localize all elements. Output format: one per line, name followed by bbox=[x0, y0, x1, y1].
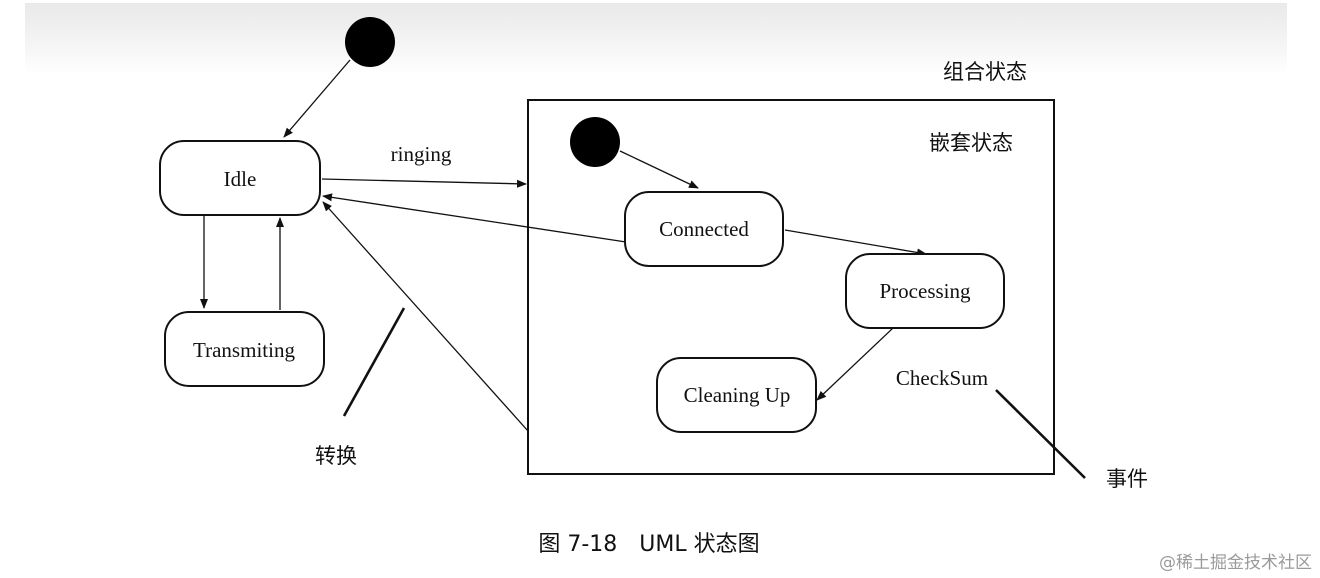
transition-label-checksum: CheckSum bbox=[896, 366, 988, 390]
nested-state-label: 嵌套状态 bbox=[929, 131, 1013, 155]
state-processing-label: Processing bbox=[880, 279, 971, 303]
initial-state-outer bbox=[345, 17, 395, 67]
edge-initial-to-connected bbox=[619, 150, 699, 189]
watermark: @稀土掘金技术社区 bbox=[1159, 553, 1312, 573]
state-processing-box bbox=[845, 253, 1005, 329]
event-annotation-label: 事件 bbox=[1106, 467, 1148, 491]
state-idle-box bbox=[159, 140, 321, 216]
edge-initial-to-idle bbox=[283, 59, 351, 138]
transition-annotation-label: 转换 bbox=[315, 444, 357, 468]
figure-caption: 图 7-18 UML 状态图 bbox=[538, 532, 759, 557]
top-shading bbox=[25, 3, 1287, 75]
state-cleaning-up-box bbox=[656, 357, 817, 433]
state-cleaning-up-label: Cleaning Up bbox=[684, 383, 791, 407]
edge-idle-to-composite bbox=[321, 178, 527, 188]
state-transmiting-box bbox=[164, 311, 325, 387]
edge-processing-to-cleaning-up bbox=[816, 327, 894, 401]
edge-connected-to-idle bbox=[322, 193, 627, 243]
composite-state-box bbox=[527, 99, 1055, 475]
event-pointer bbox=[995, 389, 1086, 479]
state-transmiting-label: Transmiting bbox=[193, 338, 295, 362]
initial-state-inner bbox=[570, 117, 620, 167]
state-connected-label: Connected bbox=[659, 217, 749, 241]
state-idle-label: Idle bbox=[224, 167, 257, 191]
edge-connected-to-processing bbox=[784, 229, 927, 257]
transition-pointer bbox=[342, 307, 406, 417]
edge-composite-to-idle bbox=[322, 201, 529, 432]
state-connected-box bbox=[624, 191, 784, 267]
composite-state-label: 组合状态 bbox=[943, 60, 1027, 84]
transition-label-ringing: ringing bbox=[391, 142, 452, 166]
